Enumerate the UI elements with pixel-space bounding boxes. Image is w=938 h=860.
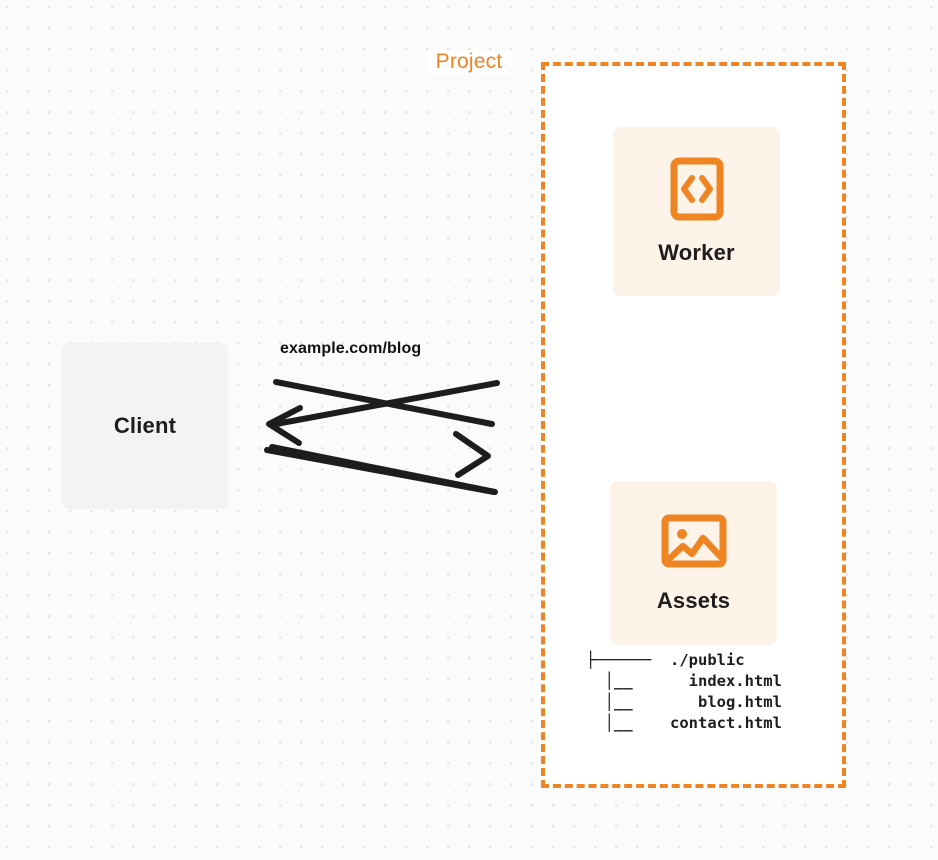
assets-node[interactable]: Assets (610, 481, 777, 645)
worker-node-label: Worker (658, 240, 735, 265)
assets-node-label: Assets (656, 587, 731, 613)
project-title: Project (426, 50, 512, 74)
outbound-arrow-shaft (272, 444, 489, 456)
outbound-arrow (264, 431, 497, 495)
client-node-label: Client (113, 413, 177, 438)
response-line (274, 381, 497, 424)
code-document-icon (669, 157, 725, 226)
arrow-pair (269, 379, 498, 495)
assets-file-tree: ├────── ./public │__ index.html │__ blog… (586, 651, 782, 732)
inbound-arrow (266, 380, 500, 446)
image-picture-icon (661, 513, 727, 574)
worker-node[interactable]: Worker (613, 127, 780, 296)
client-node[interactable]: Client (62, 343, 228, 509)
request-url-label: example.com/blog (280, 340, 422, 357)
